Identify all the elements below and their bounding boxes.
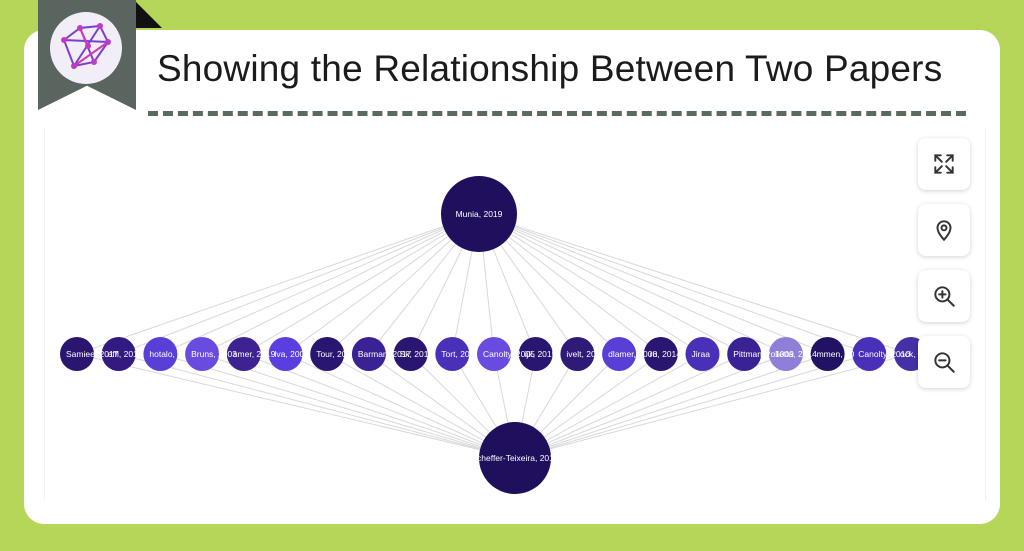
graph-node-label-14: ru, 2014 [650,349,681,359]
edge-bottom-19 [514,353,870,459]
graph-node-9[interactable] [435,337,470,371]
edge-bottom-2 [160,353,516,459]
graph-node-8[interactable] [393,337,428,371]
graph-node-label-5: lva, 200 [275,349,305,359]
graph-node-label-top: Munia, 2019 [456,209,503,219]
network-graph-icon [50,12,122,84]
graph-node-label-18: mmen, 20 [817,349,855,359]
page-title: Showing the Relationship Between Two Pap… [157,48,943,89]
graph-node-bottom[interactable] [479,422,551,494]
graph-edges [76,213,912,459]
graph-node-label-13: dlamer, 2008 [608,349,657,359]
graph-node-label-0: Samiee, 2017 [66,349,119,359]
edge-top-5 [285,213,480,355]
graph-node-label-17: 1009 [775,349,794,359]
graph-node-label-6: Tour, 20 [316,349,347,359]
edge-top-4 [243,213,480,355]
edge-top-1 [118,213,480,355]
expand-arrows-icon [934,154,954,174]
edge-bottom-4 [243,353,516,459]
zoom-in-button[interactable] [918,270,970,322]
graph-node-label-1: affl, 2015 [108,349,143,359]
map-pin-icon [936,220,952,242]
graph-node-16[interactable] [727,337,762,371]
graph-node-4[interactable] [226,337,261,371]
graph-node-label-8: Sk, 201 [400,349,429,359]
graph-node-3[interactable] [185,337,220,371]
edge-bottom-16 [514,353,745,459]
graph-node-19[interactable] [852,337,887,371]
graph-node-label-12: ivelt, 20 [566,349,596,359]
graph-node-label-2: hotalo, 2 [149,349,182,359]
graph-node-label-7: Barman, 2017 [358,349,412,359]
edge-top-3 [201,213,480,355]
edge-top-17 [478,213,787,355]
locate-button[interactable] [918,204,970,256]
graph-node-label-4: amer, 2019 [233,349,276,359]
zoom-in-icon [934,286,955,307]
edge-bottom-17 [514,353,787,459]
edge-bottom-18 [514,353,828,459]
graph-node-label-10: Canolty, 2005 [483,349,535,359]
graph-node-label-19: Canolty, 2010 [858,349,910,359]
edge-top-0 [76,213,480,355]
edge-top-20 [478,213,912,355]
edge-top-19 [478,213,870,355]
edge-bottom-0 [76,353,516,459]
graph-node-11[interactable] [518,337,553,371]
graph-node-1[interactable] [101,337,136,371]
graph-node-0[interactable] [60,337,94,371]
edge-top-18 [478,213,828,355]
graph-node-2[interactable] [143,337,178,371]
edge-bottom-1 [118,353,516,459]
graph-node-7[interactable] [351,337,386,371]
graph-node-label-15: Jiraa [692,349,711,359]
graph-node-label-9: Tort, 201 [441,349,474,359]
edge-top-16 [478,213,745,355]
fit-view-button[interactable] [918,138,970,190]
graph-node-label-11: ijk, 2015 [525,349,557,359]
graph-node-18[interactable] [810,337,845,371]
edge-bottom-3 [201,353,516,459]
graph-node-5[interactable] [268,337,303,371]
zoom-out-button[interactable] [918,336,970,388]
graph-node-6[interactable] [310,337,345,371]
graph-node-10[interactable] [477,337,511,371]
title-divider [148,111,966,116]
graph-node-label-3: Bruns, 2003 [191,349,237,359]
graph-node-label-16: Pittman-Polletta, 2014 [733,349,817,359]
edge-top-15 [478,213,703,355]
edge-bottom-5 [285,353,516,459]
ribbon-fold [134,0,162,28]
edge-top-2 [160,213,480,355]
graph-node-12[interactable] [560,337,595,371]
graph-node-label-bottom: Scheffer-Teixeira, 2018 [471,453,559,463]
zoom-out-icon [934,352,955,373]
graph-node-13[interactable] [602,337,637,371]
graph-node-15[interactable] [685,337,720,371]
edge-top-14 [478,213,662,355]
graph-node-top[interactable] [441,176,517,252]
graph-node-14[interactable] [643,337,678,371]
edge-bottom-20 [514,353,912,459]
graph-node-17[interactable] [768,337,803,371]
